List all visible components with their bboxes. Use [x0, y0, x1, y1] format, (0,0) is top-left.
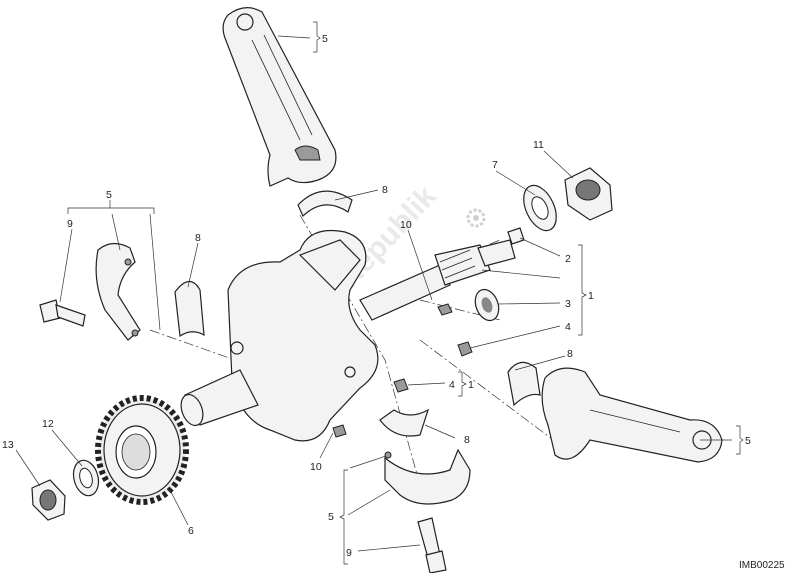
- bearing-shell-right: [507, 361, 541, 407]
- callout-9-left: 9: [67, 218, 73, 230]
- callout-4-mid: 4: [449, 379, 455, 391]
- callout-9-bottom: 9: [346, 547, 352, 559]
- callout-2: 2: [565, 253, 571, 265]
- callout-4-right: 4: [565, 321, 571, 333]
- watermark-gear-icon: [466, 208, 486, 228]
- callout-1-right: 1: [588, 290, 594, 302]
- connecting-rod-cap-bottom: [384, 448, 471, 505]
- callout-3: 3: [565, 298, 571, 310]
- callout-10-bottom: 10: [310, 461, 322, 473]
- plug-4-upper: [457, 341, 473, 357]
- key-10-lower: [332, 424, 347, 438]
- bearing-shell-left: [174, 280, 205, 338]
- leader-lines: [15, 21, 744, 565]
- callout-8-left: 8: [195, 232, 201, 244]
- callout-8-bottom: 8: [464, 434, 470, 446]
- crankshaft: [180, 229, 516, 442]
- callout-7: 7: [492, 159, 498, 171]
- bearing-shell-bottom: [379, 408, 430, 437]
- key-10-upper: [437, 303, 453, 316]
- gear-3: [474, 288, 500, 322]
- washer-7: [523, 184, 557, 232]
- rod-bolt-left: [39, 299, 86, 327]
- connecting-rod-top: [222, 7, 337, 187]
- connecting-rod-right: [541, 367, 723, 463]
- callout-1-mid: 1: [468, 379, 474, 391]
- callout-8-right: 8: [567, 348, 573, 360]
- nut-13: [31, 479, 66, 521]
- connecting-rod-cap-left: [95, 242, 141, 341]
- callout-6: 6: [188, 525, 194, 537]
- plug-4-lower: [393, 378, 409, 393]
- callout-5-top: 5: [322, 33, 328, 45]
- callout-5-bottom: 5: [328, 511, 334, 523]
- callout-10-top: 10: [400, 219, 412, 231]
- callout-13: 13: [2, 439, 14, 451]
- nut-11: [564, 167, 613, 221]
- callout-8-top: 8: [382, 184, 388, 196]
- washer-12: [72, 459, 100, 497]
- timing-gear-6: [95, 395, 189, 505]
- callout-12: 12: [42, 418, 54, 430]
- reference-code: IMB00225: [739, 560, 785, 571]
- callout-11: 11: [533, 139, 544, 151]
- callout-5-right: 5: [745, 435, 751, 447]
- callout-5-left: 5: [106, 189, 112, 201]
- rod-bolt-bottom: [417, 517, 447, 573]
- callout-labels: 5 8 5 9 8 10 7 11 2 1 3 4 8 4 1 5 12 13 …: [2, 33, 751, 559]
- bearing-shell-top: [297, 190, 353, 218]
